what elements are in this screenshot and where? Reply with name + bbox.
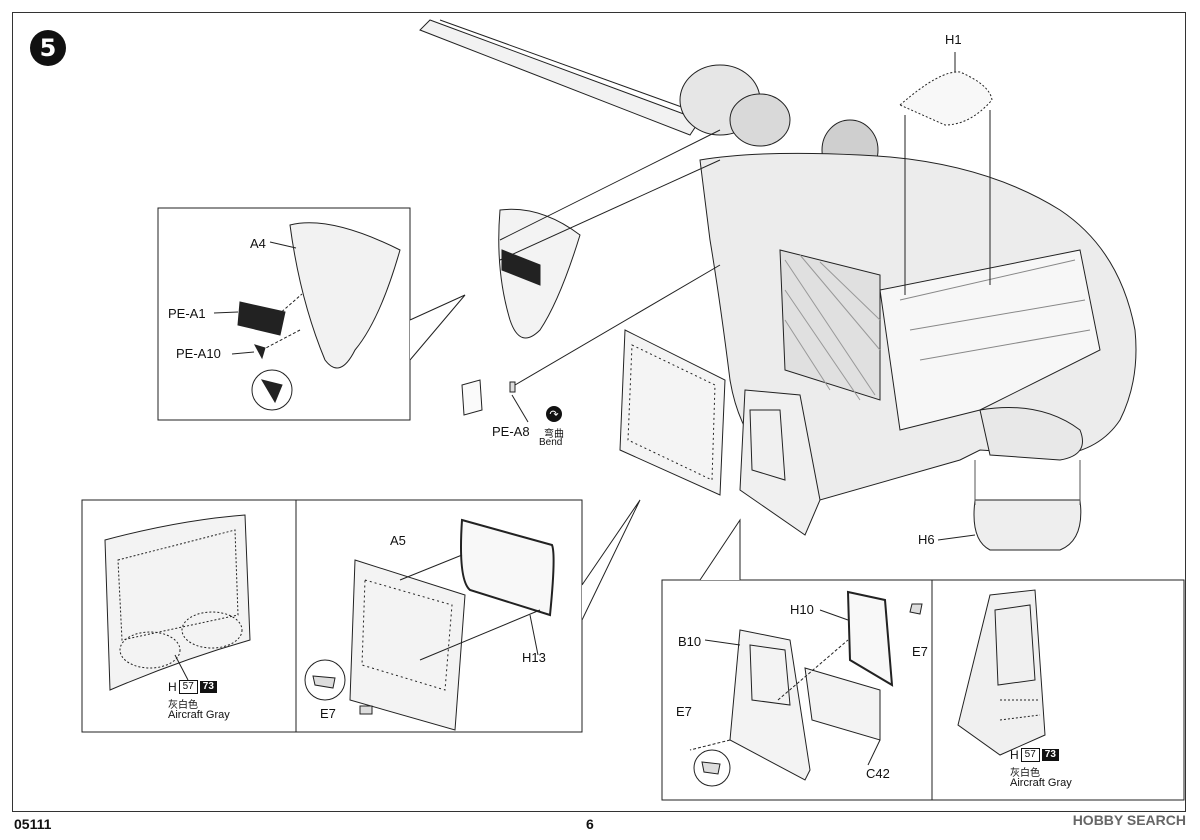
label-e7-left: E7	[320, 706, 336, 721]
part-h6	[973, 499, 1082, 551]
label-e7-right-bottom: E7	[676, 704, 692, 719]
paint-prefix: H	[1010, 748, 1019, 762]
label-bend-en: Bend	[539, 437, 563, 448]
paint-name-cn-right: 灰白色	[1010, 768, 1040, 779]
paint-name-en-right: Aircraft Gray	[1010, 777, 1072, 789]
bend-arrow-icon: ↷	[546, 406, 562, 422]
page-frame	[12, 12, 1186, 812]
part-h1	[899, 71, 993, 126]
label-h10: H10	[790, 602, 814, 617]
paint-code-left: H 57 73	[168, 680, 217, 694]
paint-prefix: H	[168, 680, 177, 694]
label-e7-right-top: E7	[912, 644, 928, 659]
paint-code-right: H 57 73	[1010, 748, 1059, 762]
cockpit-frame	[879, 249, 1101, 431]
label-a5: A5	[390, 533, 406, 548]
label-c42: C42	[866, 766, 890, 781]
label-a4: A4	[250, 236, 266, 251]
paint-code-2: 73	[1041, 749, 1059, 761]
door-panel-large	[619, 329, 726, 496]
label-h13: H13	[522, 650, 546, 665]
paint-code-2: 73	[199, 681, 217, 693]
label-pe-a1: PE-A1	[168, 306, 206, 321]
page-number: 6	[586, 816, 594, 832]
label-bend-cn: 弯曲	[544, 429, 564, 440]
label-pe-a8: PE-A8	[492, 424, 530, 439]
label-b10: B10	[678, 634, 702, 649]
cabin-mesh	[779, 249, 881, 401]
label-h1: H1	[945, 32, 962, 47]
paint-code-1: 57	[1020, 748, 1040, 762]
label-pe-a10: PE-A10	[176, 346, 221, 361]
step-number-badge: 5	[30, 30, 66, 66]
paint-name-cn-left: 灰白色	[168, 700, 198, 711]
rotor-blade	[419, 19, 701, 136]
paint-name-en-left: Aircraft Gray	[168, 709, 230, 721]
pe-a1-part	[237, 301, 286, 336]
paint-code-1: 57	[178, 680, 198, 694]
watermark: HOBBY SEARCH	[1072, 812, 1186, 828]
label-h6: H6	[918, 532, 935, 547]
sliding-door	[739, 389, 821, 536]
kit-number: 05111	[14, 816, 52, 832]
